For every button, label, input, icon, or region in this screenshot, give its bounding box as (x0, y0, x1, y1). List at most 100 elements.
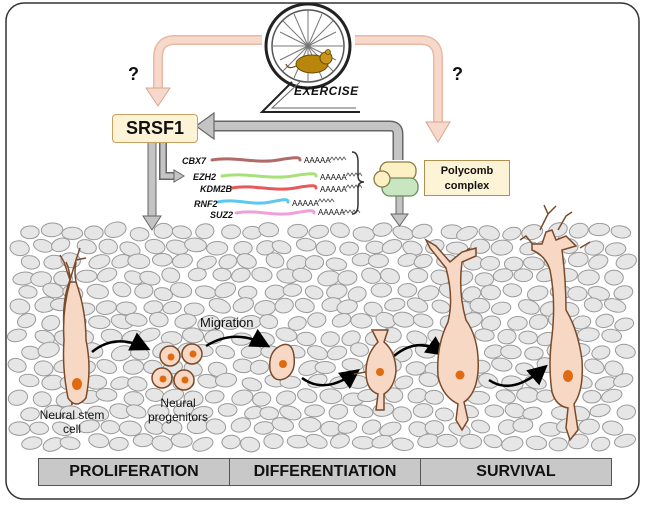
polycomb-complex-label: Polycomb complex (424, 160, 510, 196)
tissue-cell (459, 433, 483, 450)
tissue-cell (296, 331, 317, 347)
tissue-cell (326, 345, 348, 361)
tissue-cell (96, 358, 118, 374)
tissue-cell (330, 222, 350, 238)
stage-survival: SURVIVAL (476, 463, 556, 480)
tissue-cell (304, 404, 325, 418)
tissue-cell (413, 253, 433, 269)
exercise-arrow-left (145, 35, 262, 107)
tissue-cell (298, 416, 322, 433)
tissue-cell (153, 222, 174, 239)
tissue-cell (337, 420, 358, 434)
tissue-cell (435, 407, 454, 422)
tissue-cell (205, 418, 227, 435)
neural-stem-cell-label: Neural stem cell (39, 408, 105, 436)
polya-rnf2: AAAAA (292, 199, 319, 208)
tissue-cell (230, 417, 252, 433)
gene-label-suz2: SUZ2 (210, 210, 234, 220)
mrna-group (210, 156, 363, 216)
tissue-cell (577, 269, 600, 286)
tissue-cell (147, 404, 170, 420)
tissue-cell (18, 373, 40, 388)
tissue-cell (602, 420, 624, 436)
tissue-cell (88, 433, 110, 449)
tissue-cell (502, 283, 523, 298)
tissue-cell (171, 225, 192, 240)
tissue-cell (77, 419, 100, 434)
tissue-cell (215, 344, 235, 360)
tissue-cell (208, 298, 231, 314)
tissue-cell (87, 405, 110, 422)
tissue-cell (330, 433, 350, 449)
tissue-cell (501, 436, 524, 452)
arrow-stem-to-progenitors (91, 332, 151, 353)
tissue-cell (484, 404, 505, 418)
tissue-cell (391, 437, 414, 452)
tissue-cell (295, 237, 317, 252)
tissue-cell (347, 286, 367, 303)
exercise-arrow-right (355, 35, 451, 143)
tissue-cell (37, 341, 60, 358)
tissue-cell (218, 254, 238, 270)
tissue-cell (500, 344, 522, 360)
mrna-brace (351, 151, 365, 215)
tissue-cell (118, 420, 142, 437)
tissue-cell (134, 283, 154, 299)
tissue-cell (331, 312, 352, 328)
tissue-cell (528, 314, 549, 330)
tissue-cell (104, 221, 127, 238)
tissue-cell (588, 254, 609, 270)
tissue-cell (52, 421, 73, 437)
srsf1-box: SRSF1 (112, 114, 198, 143)
tissue-cell (526, 285, 549, 302)
tissue-cell (173, 402, 195, 417)
polya-suz2: AAAAA (318, 208, 345, 217)
polycomb-complex-icon (373, 161, 419, 197)
tissue-cell (207, 361, 228, 378)
polya-ezh2: AAAAA (320, 173, 347, 182)
stage-proliferation: PROLIFERATION (39, 459, 230, 485)
tissue-cell (328, 404, 349, 420)
tissue-cell (481, 315, 502, 332)
tissue-cell (275, 390, 297, 406)
tissue-cell (518, 299, 540, 315)
tissue-cell (350, 313, 373, 329)
tissue-cell (307, 312, 327, 328)
tissue-cell (583, 297, 603, 313)
tissue-cell (196, 255, 217, 271)
tissue-cell (170, 282, 193, 298)
tissue-cell (217, 403, 238, 417)
tissue-cell (212, 267, 232, 282)
tissue-cell (265, 252, 285, 269)
tissue-cell (292, 267, 313, 283)
tissue-cell (604, 360, 624, 377)
mrna-rnf2-tail (317, 198, 335, 203)
tissue-cell (240, 436, 261, 453)
tissue-cell (336, 299, 358, 315)
tissue-cell (588, 222, 611, 237)
tissue-cell (259, 314, 279, 330)
tissue-cell (512, 417, 534, 433)
exercise-label: EXERCISE (294, 84, 359, 98)
tissue-cell (361, 267, 382, 284)
tissue-cell (98, 238, 118, 255)
tissue-cell (182, 327, 205, 344)
tissue-cell (124, 312, 148, 327)
tissue-cell (206, 240, 229, 256)
tissue-cell (613, 433, 637, 448)
tissue-cell (33, 360, 54, 377)
arrow-to-mature-neuron (488, 364, 548, 388)
tissue-cell (184, 237, 207, 253)
mrna-kdm2b-tail (345, 184, 363, 189)
tissue-cell (474, 328, 495, 342)
tissue-cell (29, 421, 50, 435)
stage-differentiation: DIFFERENTIATION (230, 459, 421, 485)
tissue-cell (518, 330, 538, 345)
polya-cbx7: AAAAA (304, 156, 331, 165)
arrow-migration (205, 329, 271, 348)
tissue-cell (132, 433, 154, 448)
tissue-cell (274, 297, 294, 314)
tissue-cell (20, 407, 40, 422)
migrating-cell (268, 343, 296, 381)
neural-progenitors (151, 343, 203, 391)
